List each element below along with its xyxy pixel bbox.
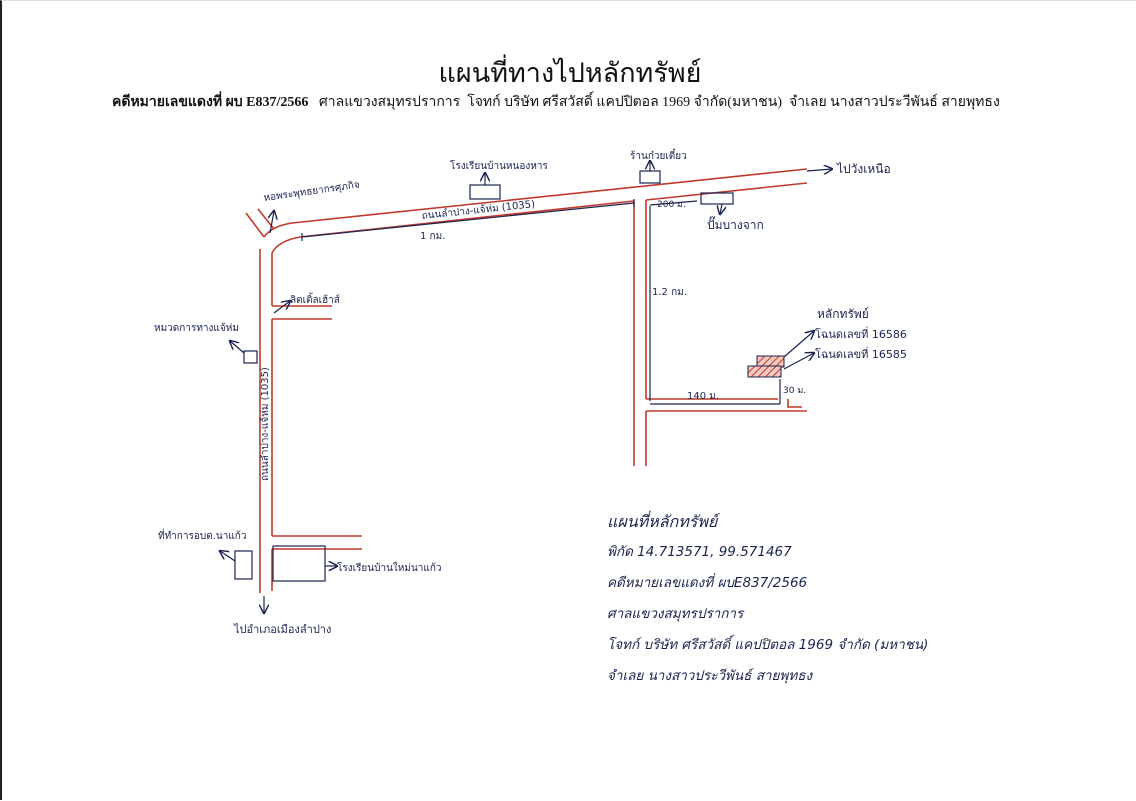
dim-1km: [301, 199, 635, 241]
case-header: คดีหมายเลขแดงที่ ผบ E837/2566 ศาลแขวงสมุ…: [112, 91, 1000, 113]
road-left-vertical: [259, 249, 273, 593]
plaintiff: โจทก์ บริษัท ศรีสวัสดิ์ แคปปิตอล 1969 จำ…: [467, 95, 783, 110]
label-1-2km: 1.2 กม.: [652, 287, 687, 298]
handwritten-notes: แผนที่หลักทรัพย์ พิกัด 14.713571, 99.571…: [607, 506, 928, 692]
note-title: แผนที่หลักทรัพย์: [607, 512, 718, 531]
label-to-north: ไปวังเหนือ: [836, 162, 891, 176]
property-plot-16585: [747, 365, 782, 378]
label-200m: 200 ม.: [657, 200, 686, 210]
label-1km: 1 กม.: [420, 231, 445, 242]
label-deed-16586: โฉนดเลขที่ 16586: [815, 326, 907, 341]
note-case-number: คดีหมายเลขแดงที่ ผบE837/2566: [607, 575, 808, 591]
label-top-left-landmark: หอพระพุทธยากรศุภกิจ: [263, 180, 361, 204]
shop-top-building: [639, 170, 661, 184]
label-highway-office: หมวดการทางแจ้ห่ม: [154, 322, 239, 334]
note-defendant: จำเลย นางสาวประวีพันธ์ สายพุทธง: [607, 668, 813, 684]
annotations: [220, 161, 832, 613]
case-number: คดีหมายเลขแดงที่ ผบ E837/2566: [112, 95, 309, 110]
highway-office-building: [243, 350, 258, 364]
defendant: จำเลย นางสาวประวีพันธ์ สายพุทธง: [789, 95, 1000, 110]
gas-station-building: [700, 192, 734, 205]
label-shop-top: ร้านก๋วยเตี๋ยว: [630, 148, 687, 162]
road-horizontal-top-edge: [263, 168, 808, 238]
label-road-vertical: ถนนลำปาง-แจ้ห่ม (1035): [259, 367, 271, 481]
dim-200m: [649, 200, 698, 206]
road-horizontal-bottom-edge: [271, 182, 808, 254]
road-right-vertical: [633, 200, 647, 466]
label-to-south: ไปอำเภอเมืองลำปาง: [233, 623, 331, 636]
note-plaintiff: โจทก์ บริษัท ศรีสวัสดิ์ แคปปิตอล 1969 จำ…: [607, 637, 929, 653]
label-deed-16585: โฉนดเลขที่ 16585: [815, 346, 907, 361]
label-property: หลักทรัพย์: [817, 307, 869, 321]
page-title: แผนที่ทางไปหลักทรัพย์: [438, 58, 702, 88]
court: ศาลแขวงสมุทรปราการ: [318, 95, 461, 110]
school-top-building: [469, 184, 501, 200]
road-side-right: [646, 398, 807, 412]
label-school-bottom: โรงเรียนบ้านใหม่นาแก้ว: [337, 561, 442, 574]
note-court: ศาลแขวงสมุทรปราการ: [607, 606, 744, 622]
label-shop-left: ลิตเติ้ลเฮ้าส์: [290, 292, 340, 306]
office-bottom-building: [234, 550, 253, 580]
label-140m: 140 ม.: [687, 391, 719, 402]
label-30m: 30 ม.: [783, 386, 806, 396]
roads: [245, 168, 808, 593]
label-office-bottom: ที่ทำการอบต.นาแก้ว: [158, 528, 246, 542]
road-side-left: [272, 305, 362, 550]
school-bottom-building: [272, 545, 326, 582]
label-school-top: โรงเรียนบ้านหนองหาร: [450, 159, 548, 172]
note-coordinates: พิกัด 14.713571, 99.571467: [607, 544, 792, 560]
label-gas-station: ปั๊มบางจาก: [707, 216, 764, 232]
property-plot-16586: [756, 355, 785, 368]
